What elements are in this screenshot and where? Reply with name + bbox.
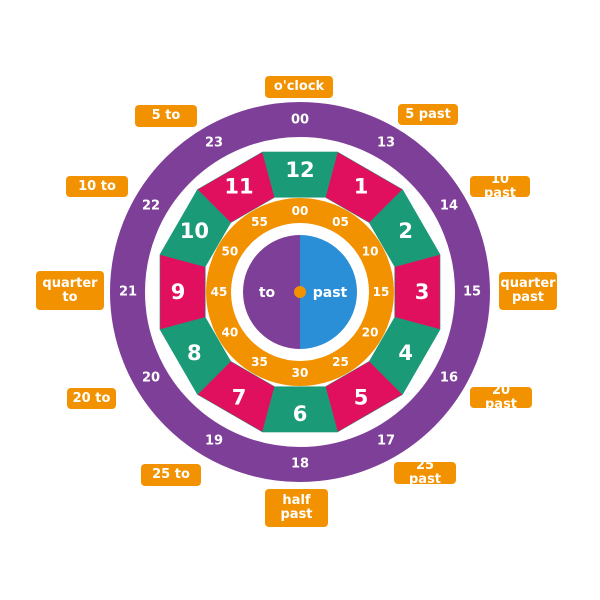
time-phrase-label: o'clock <box>265 76 333 98</box>
minute-number: 55 <box>251 215 268 229</box>
time-phrase-label: 25 past <box>394 459 456 487</box>
outer-ring-band <box>110 102 490 482</box>
hour-number: 1 <box>354 174 369 198</box>
minute-number: 45 <box>211 285 228 299</box>
center-pivot <box>294 286 306 298</box>
outer-ring-number: 21 <box>119 285 137 300</box>
outer-ring-number: 19 <box>205 433 223 448</box>
minute-number: 15 <box>373 285 390 299</box>
outer-ring-number: 15 <box>463 285 481 300</box>
minute-ring: 00 05 10 15 20 25 30 35 40 45 50 55 <box>206 198 394 386</box>
center-disc: to past <box>243 235 357 349</box>
minute-number: 25 <box>332 355 349 369</box>
outer-ring-number: 18 <box>291 457 309 472</box>
minute-number: 40 <box>222 326 239 340</box>
hour-number: 5 <box>354 386 369 410</box>
outer-ring-number: 23 <box>205 136 223 151</box>
time-phrase-label: quarter past <box>499 272 557 310</box>
hour-number: 10 <box>180 219 209 243</box>
outer-ring-number: 14 <box>440 199 458 214</box>
hour-number: 3 <box>415 280 430 304</box>
minute-ring-band <box>206 198 394 386</box>
time-phrase-label: half past <box>265 489 328 527</box>
hour-number: 12 <box>285 158 314 182</box>
hour-number: 2 <box>398 219 413 243</box>
hour-number: 4 <box>398 341 413 365</box>
minute-number: 35 <box>251 355 268 369</box>
outer-ring-number: 00 <box>291 113 309 128</box>
minute-number: 20 <box>362 326 379 340</box>
time-phrase-label: 10 past <box>470 172 530 200</box>
past-half <box>300 235 357 349</box>
past-label: past <box>313 285 348 301</box>
time-phrase-label: 20 past <box>470 383 532 411</box>
hour-number: 8 <box>187 341 202 365</box>
hour-number: 11 <box>224 174 253 198</box>
outer-ring-number: 13 <box>377 136 395 151</box>
to-label: to <box>259 285 276 301</box>
hour-number: 9 <box>171 280 186 304</box>
hour-number: 7 <box>232 386 247 410</box>
time-phrase-label: quarter to <box>36 271 104 310</box>
minute-number: 10 <box>362 245 379 259</box>
to-half <box>243 235 300 349</box>
minute-number: 30 <box>292 366 309 380</box>
outer-ring-number: 17 <box>377 433 395 448</box>
minute-number: 50 <box>222 245 239 259</box>
outer-ring-number: 22 <box>142 199 160 214</box>
hour-number: 6 <box>293 402 308 426</box>
minute-number: 00 <box>292 204 309 218</box>
hour-segment <box>197 151 275 224</box>
time-phrase-label: 10 to <box>66 176 128 197</box>
time-phrase-label: 25 to <box>141 464 201 486</box>
minute-number: 05 <box>332 215 349 229</box>
time-phrase-label: 20 to <box>67 388 116 409</box>
time-phrase-label: 5 past <box>398 104 458 125</box>
outer-ring-number: 20 <box>142 371 160 386</box>
outer-ring-number: 16 <box>440 371 458 386</box>
time-phrase-label: 5 to <box>135 105 197 127</box>
